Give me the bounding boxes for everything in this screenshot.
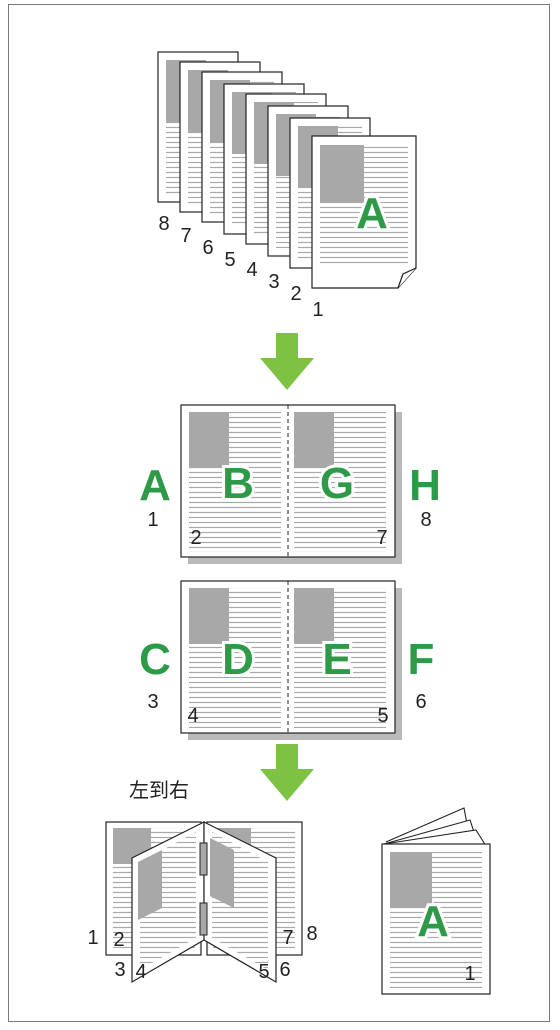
sheet2-outer-right-number: 6 bbox=[415, 691, 426, 713]
sheet1-outer-right-number: 8 bbox=[420, 509, 431, 531]
closed-booklet: A 1 bbox=[381, 807, 491, 995]
down-arrow-icon bbox=[260, 333, 314, 390]
booklet-number-8: 8 bbox=[306, 923, 317, 945]
stack-number-7: 7 bbox=[180, 225, 191, 247]
sheet1-outer-left-letter: A bbox=[139, 461, 171, 510]
binding-direction-caption: 左到右 bbox=[129, 778, 189, 802]
stack-number-4: 4 bbox=[246, 259, 257, 281]
sheet1-inner-left-number: 2 bbox=[190, 527, 201, 549]
closed-booklet-number: 1 bbox=[464, 963, 475, 985]
stack-number-5: 5 bbox=[224, 249, 235, 271]
spread-sheet-2: D E 4 5 bbox=[180, 580, 402, 740]
open-booklet bbox=[105, 821, 303, 984]
sheet1-inner-left-letter: B bbox=[222, 459, 254, 508]
sheet2-inner-right-letter: E bbox=[322, 635, 351, 684]
sheet2-outer-right-letter: F bbox=[408, 635, 435, 684]
stack-number-1: 1 bbox=[312, 299, 323, 321]
sheet1-inner-right-number: 7 bbox=[376, 527, 387, 549]
spread-sheet-1: B G 2 7 bbox=[180, 404, 402, 564]
sheet2-inner-left-letter: D bbox=[222, 635, 254, 684]
sheet1-inner-right-letter: G bbox=[320, 459, 354, 508]
sheet2-inner-left-number: 4 bbox=[187, 705, 198, 727]
stack-front-letter: A bbox=[356, 189, 388, 238]
booklet-number-4: 4 bbox=[135, 961, 146, 983]
stack-number-6: 6 bbox=[202, 237, 213, 259]
sheet1-outer-right-letter: H bbox=[409, 461, 441, 510]
booklet-number-1: 1 bbox=[87, 927, 98, 949]
page-stack: A 8 7 6 5 4 3 2 1 bbox=[157, 51, 417, 321]
booklet-number-6: 6 bbox=[279, 959, 290, 981]
stack-number-3: 3 bbox=[268, 271, 279, 293]
sheet2-outer-left-letter: C bbox=[139, 635, 171, 684]
stack-number-2: 2 bbox=[290, 283, 301, 305]
diagram-frame bbox=[8, 4, 550, 1022]
down-arrow-icon bbox=[260, 744, 314, 801]
sheet1-outer-left-number: 1 bbox=[147, 509, 158, 531]
sheet2-outer-left-number: 3 bbox=[147, 691, 158, 713]
booklet-number-5: 5 bbox=[258, 961, 269, 983]
booklet-number-7: 7 bbox=[282, 927, 293, 949]
stack-page-1: A bbox=[311, 135, 417, 289]
sheet2-inner-right-number: 5 bbox=[377, 705, 388, 727]
booklet-number-2: 2 bbox=[113, 929, 124, 951]
booklet-number-3: 3 bbox=[114, 959, 125, 981]
stack-number-8: 8 bbox=[158, 213, 169, 235]
closed-booklet-letter: A bbox=[417, 897, 449, 946]
